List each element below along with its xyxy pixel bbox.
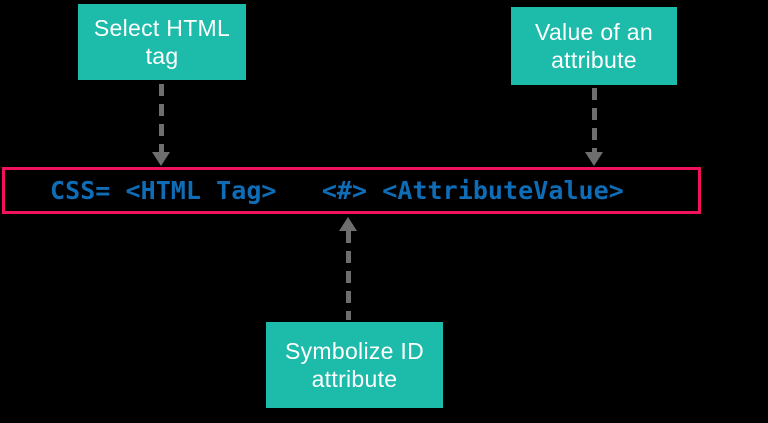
dashed-line bbox=[345, 231, 351, 320]
dashed-line bbox=[591, 88, 597, 152]
dashed-line bbox=[158, 84, 164, 152]
callout-symbolize-id-line1: Symbolize ID bbox=[284, 338, 425, 364]
callout-select-html-tag: Select HTML tag bbox=[78, 4, 246, 80]
css-selector-code-text: CSS= <HTML Tag> <#> <AttributeValue> bbox=[50, 176, 624, 205]
callout-value-of-attribute-line2: attribute bbox=[551, 47, 637, 73]
css-selector-code-box: CSS= <HTML Tag> <#> <AttributeValue> bbox=[2, 167, 701, 214]
arrowhead-up-icon bbox=[339, 217, 357, 231]
arrowhead-down-icon bbox=[585, 152, 603, 166]
callout-symbolize-id-line2: attribute bbox=[311, 366, 398, 392]
arrowhead-down-icon bbox=[152, 152, 170, 166]
callout-value-of-attribute-line1: Value of an bbox=[535, 19, 653, 45]
callout-symbolize-id-attribute: Symbolize ID attribute bbox=[266, 322, 443, 408]
callout-select-html-tag-label: Select HTML tag bbox=[93, 15, 231, 69]
callout-value-of-attribute: Value of an attribute bbox=[511, 7, 677, 85]
